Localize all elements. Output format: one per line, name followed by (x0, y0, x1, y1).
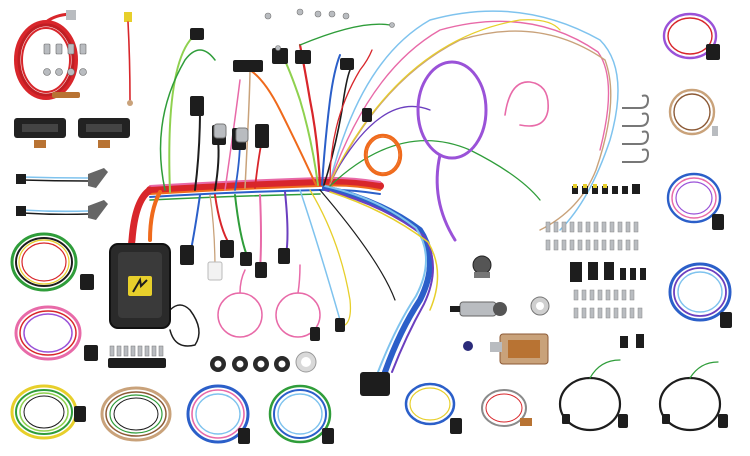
right-coil-3 (666, 172, 724, 230)
toggle-switch-wires (16, 168, 108, 220)
black-wire-loops (558, 359, 728, 432)
connector-plug-icon (335, 318, 345, 332)
grommets-row (210, 351, 317, 373)
pink-wire-rings (217, 264, 321, 338)
connector-plug-icon (190, 28, 204, 40)
right-coil-4 (668, 262, 732, 328)
small-blue-wire-coil (404, 382, 462, 434)
hook-clip-icon (622, 148, 650, 163)
right-coil-2 (668, 88, 718, 136)
hook-clips (622, 94, 650, 163)
relays (213, 123, 249, 143)
connector-plug-icon (255, 124, 269, 148)
single-red-wire (124, 12, 133, 106)
terminal-pins-row (108, 345, 166, 368)
top-wire-terminals (264, 8, 395, 51)
pink-wire-coil (14, 305, 98, 361)
connector-housings-set (570, 184, 646, 348)
toggle-switch-icon (88, 168, 108, 188)
ignition-switch (463, 333, 549, 365)
connector-plug-icon (255, 262, 267, 278)
yellow-green-wire-coil (10, 384, 86, 440)
connector-plug-icon (295, 50, 311, 64)
connector-plug-icon (278, 248, 290, 264)
orange-wire-coil (363, 133, 403, 177)
connector-plug-icon (362, 108, 372, 122)
connector-plug-icon (180, 245, 194, 265)
fuse-box-module (109, 243, 171, 329)
connector-plug-icon (233, 60, 263, 72)
blade-terminals-grid (545, 221, 643, 319)
hook-clip-icon (622, 112, 650, 127)
connector-plug-icon (340, 58, 354, 70)
right-coil-1 (662, 12, 720, 60)
toggle-switch-icon (88, 200, 108, 220)
connector-plug-icon (272, 48, 288, 64)
pink-wire-loop (504, 81, 549, 127)
connector-plug-icon (220, 240, 234, 258)
purple-wire-loop (416, 60, 488, 242)
black-wire-loop (169, 304, 200, 347)
ring-terminals-set (43, 43, 87, 98)
fuse-blocks (14, 118, 130, 148)
tan-wire-coil (100, 386, 172, 442)
blade-terminal-icon (108, 358, 166, 368)
relay-icon (235, 127, 249, 143)
headlight-switch (450, 255, 550, 317)
connector-plug-icon (190, 96, 204, 116)
connector-plug-icon (240, 252, 252, 266)
green-wire-coil (10, 232, 94, 292)
teal-wire-coil (268, 384, 334, 444)
yellow-terminals (573, 184, 607, 188)
harness-connectors (180, 28, 390, 396)
connector-plug-icon (360, 372, 390, 396)
gray-wire-coil (481, 389, 532, 427)
connector-plug-icon (207, 261, 223, 281)
main-harness-trunk (146, 43, 439, 375)
red-battery-cable-coil (14, 10, 78, 100)
ring-terminal-icon (52, 92, 80, 98)
hook-clip-icon (622, 94, 650, 109)
hook-clip-icon (622, 130, 650, 145)
blue-pink-wire-coil (186, 384, 250, 444)
relay-icon (213, 123, 227, 139)
connector-plug-icon (310, 327, 320, 341)
headlight-switch-icon (459, 301, 497, 317)
